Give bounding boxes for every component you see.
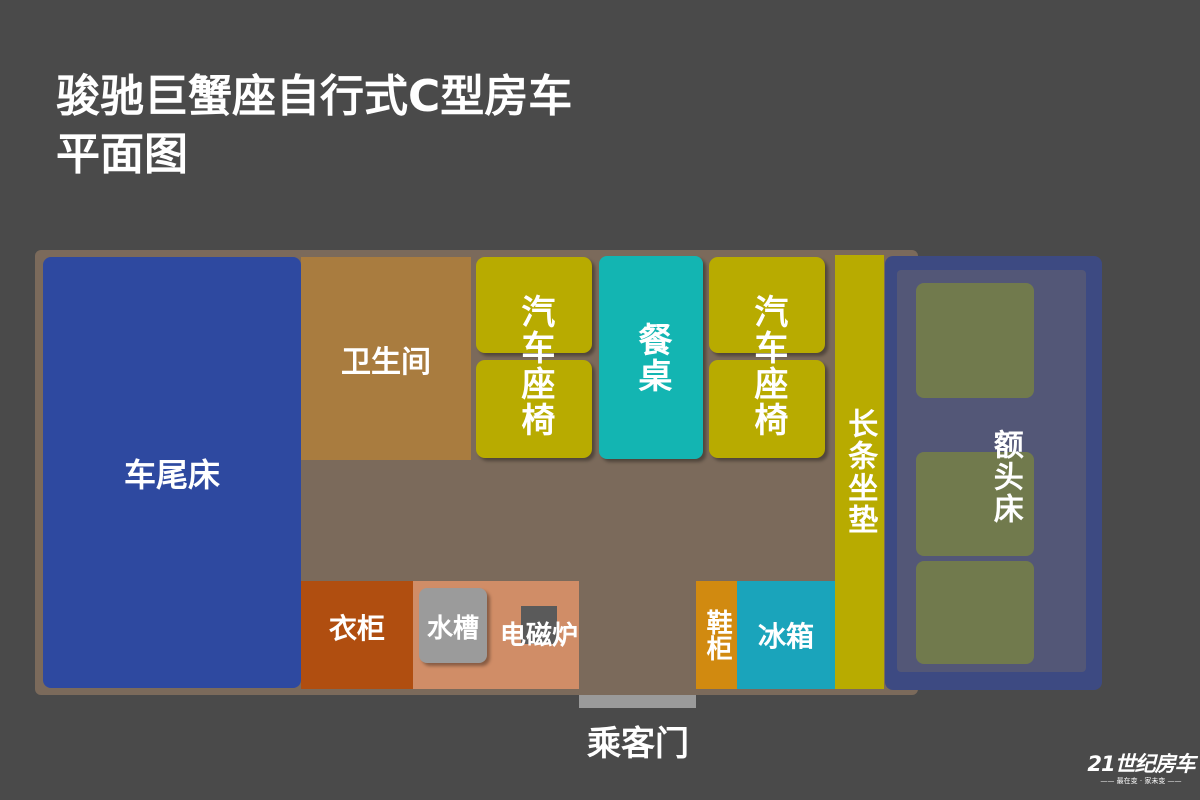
bench-cushion: 长条坐垫 bbox=[835, 255, 884, 689]
watermark-logo: 21世纪房车 —— 最在变 · 家未变 —— bbox=[1086, 752, 1196, 786]
dining-table-label: 餐桌 bbox=[631, 321, 672, 394]
car-seat-left-back bbox=[476, 257, 592, 353]
car-seat-right-cushion bbox=[709, 360, 825, 458]
front-bed-cushion-1 bbox=[916, 283, 1034, 398]
watermark-slogan: —— 最在变 · 家未变 —— bbox=[1100, 777, 1182, 785]
dining-table: 餐桌 bbox=[599, 256, 703, 459]
page-title: 骏驰巨蟹座自行式C型房车 平面图 bbox=[56, 68, 572, 184]
car-seat-left-label: 汽车座椅 bbox=[514, 294, 555, 438]
cooktop-label: 电磁炉 bbox=[499, 620, 578, 651]
sink: 水槽 bbox=[419, 588, 487, 663]
passenger-door-label: 乘客门 bbox=[587, 723, 689, 764]
fridge: 冰箱 bbox=[737, 581, 835, 689]
wardrobe: 衣柜 bbox=[301, 581, 413, 689]
passenger-door bbox=[579, 695, 696, 708]
rear-bed: 车尾床 bbox=[43, 257, 301, 688]
car-seat-right-back bbox=[709, 257, 825, 353]
rear-bed-label: 车尾床 bbox=[123, 455, 220, 494]
shoe-cabinet: 鞋柜 bbox=[696, 581, 737, 689]
wardrobe-label: 衣柜 bbox=[328, 612, 385, 645]
bench-cushion-label: 长条坐垫 bbox=[842, 408, 878, 536]
bathroom-label: 卫生间 bbox=[341, 344, 431, 380]
title-line-1: 骏驰巨蟹座自行式C型房车 bbox=[56, 71, 573, 122]
car-seat-left-cushion bbox=[476, 360, 592, 458]
front-bed-cushion-2 bbox=[916, 452, 1034, 556]
watermark-main: 21世纪房车 bbox=[1087, 752, 1195, 776]
front-bed-label: 额头床 bbox=[987, 429, 1023, 525]
sink-label: 水槽 bbox=[426, 614, 479, 644]
car-seat-right-label: 汽车座椅 bbox=[747, 294, 788, 438]
shoe-cabinet-label: 鞋柜 bbox=[702, 609, 733, 661]
title-line-2: 平面图 bbox=[56, 129, 188, 180]
front-bed-cushion-3 bbox=[916, 561, 1034, 664]
fridge-label: 冰箱 bbox=[757, 620, 814, 653]
cooktop-icon bbox=[521, 606, 557, 644]
bathroom: 卫生间 bbox=[301, 257, 471, 460]
